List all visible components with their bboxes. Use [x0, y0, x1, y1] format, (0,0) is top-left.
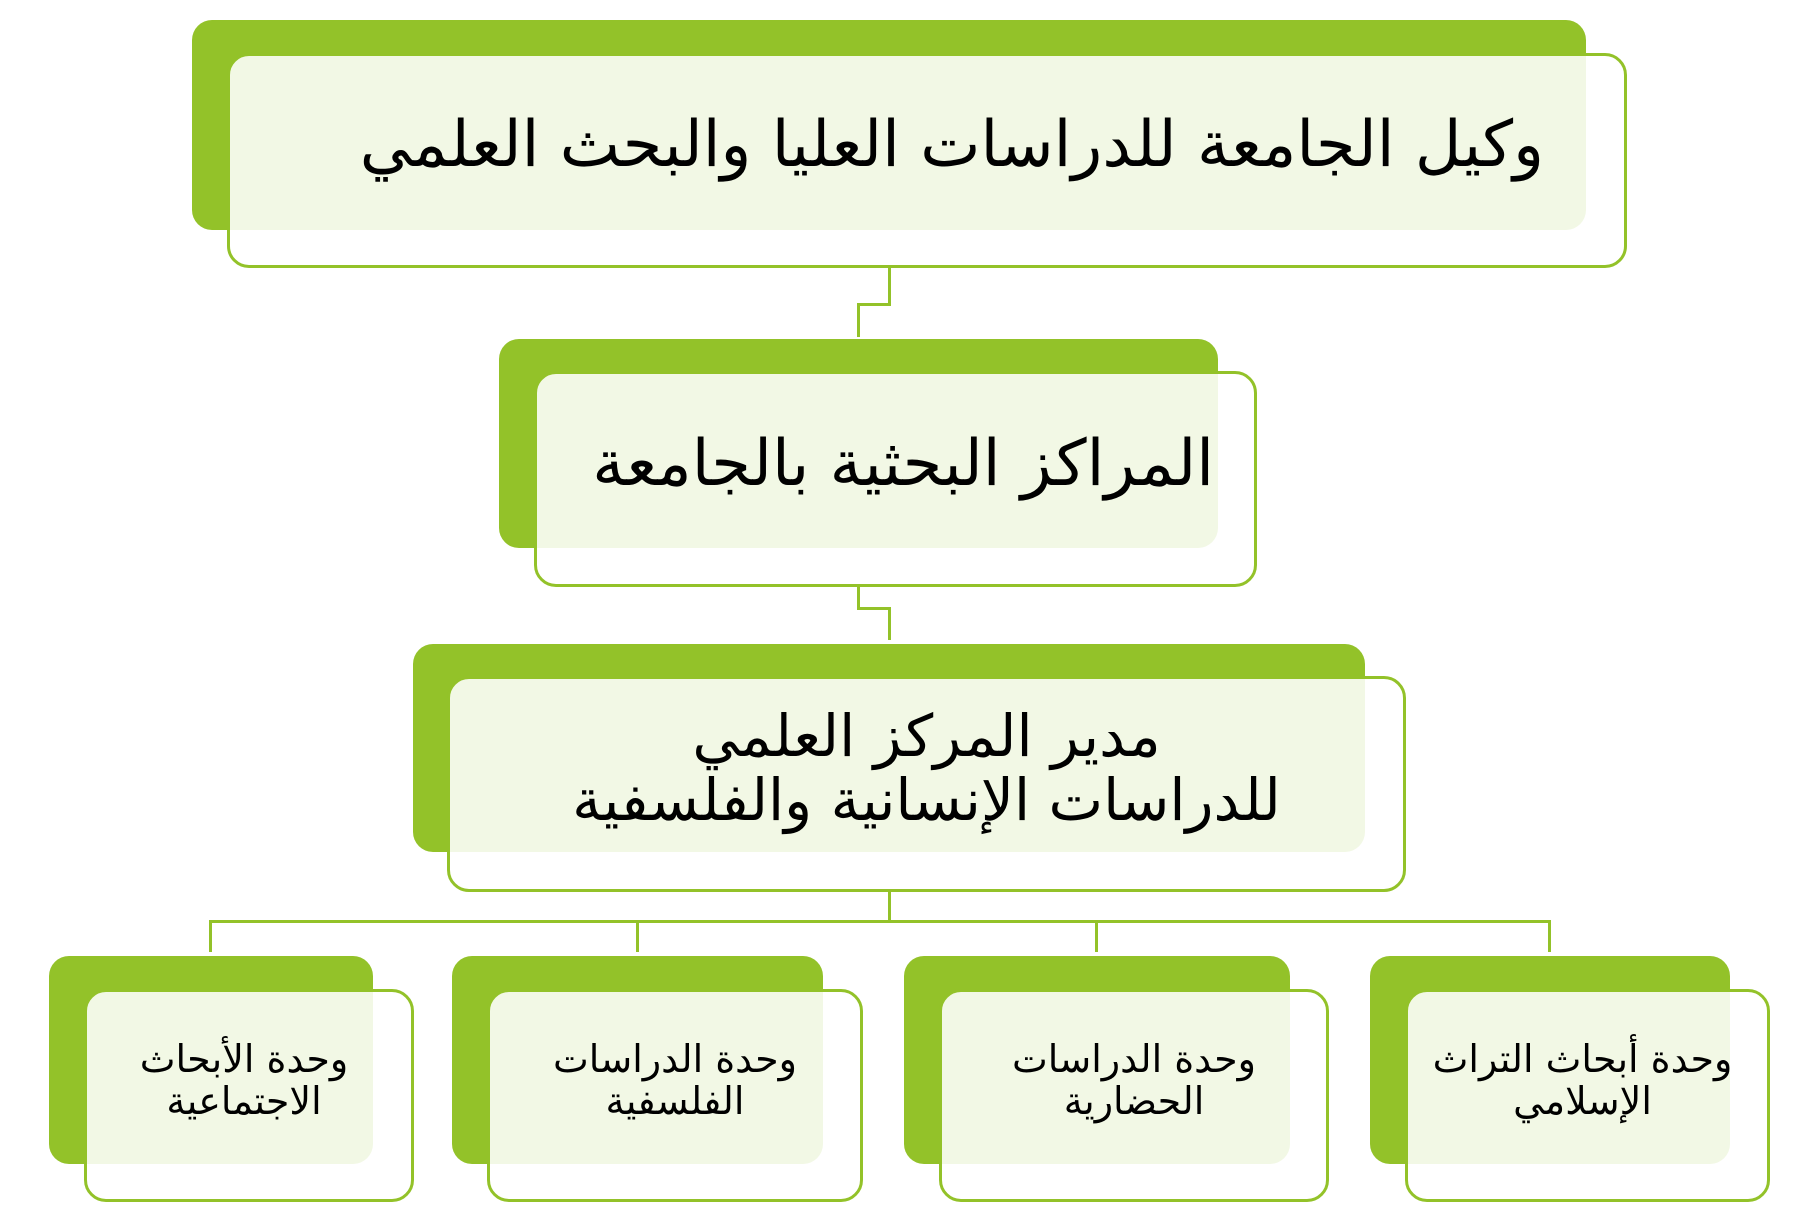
connector [888, 266, 891, 306]
node-unit-civilization-studies: وحدة الدراسات الحضارية [939, 989, 1329, 1202]
node-vice-president: وكيل الجامعة للدراسات العليا والبحث العل… [227, 53, 1627, 268]
node-unit-social-research: وحدة الأبحاث الاجتماعية [84, 989, 414, 1202]
node-research-centers: المراكز البحثية بالجامعة [534, 371, 1257, 587]
connector [888, 890, 891, 923]
node-unit-philosophical-studies: وحدة الدراسات الفلسفية [487, 989, 863, 1202]
node-label: وحدة الدراسات الفلسفية [553, 1036, 797, 1123]
node-label: المراكز البحثية بالجامعة [592, 426, 1214, 501]
node-label: وكيل الجامعة للدراسات العليا والبحث العل… [359, 108, 1544, 183]
connector [209, 920, 212, 952]
connector [1548, 920, 1551, 952]
node-label: وحدة الأبحاث الاجتماعية [139, 1036, 349, 1123]
connector [857, 303, 860, 337]
node-center-director: مدير المركز العلمي للدراسات الإنسانية وا… [447, 676, 1406, 892]
connector [888, 607, 891, 640]
connector [1095, 920, 1098, 952]
connector [636, 920, 639, 952]
node-label: وحدة أبحاث التراث الإسلامي [1432, 1036, 1733, 1123]
connector [857, 585, 860, 610]
connector [857, 607, 891, 610]
node-unit-islamic-heritage: وحدة أبحاث التراث الإسلامي [1405, 989, 1770, 1202]
connector [209, 920, 1551, 923]
node-label: وحدة الدراسات الحضارية [1012, 1036, 1256, 1123]
node-label: مدير المركز العلمي للدراسات الإنسانية وا… [572, 702, 1281, 834]
connector [857, 303, 891, 306]
